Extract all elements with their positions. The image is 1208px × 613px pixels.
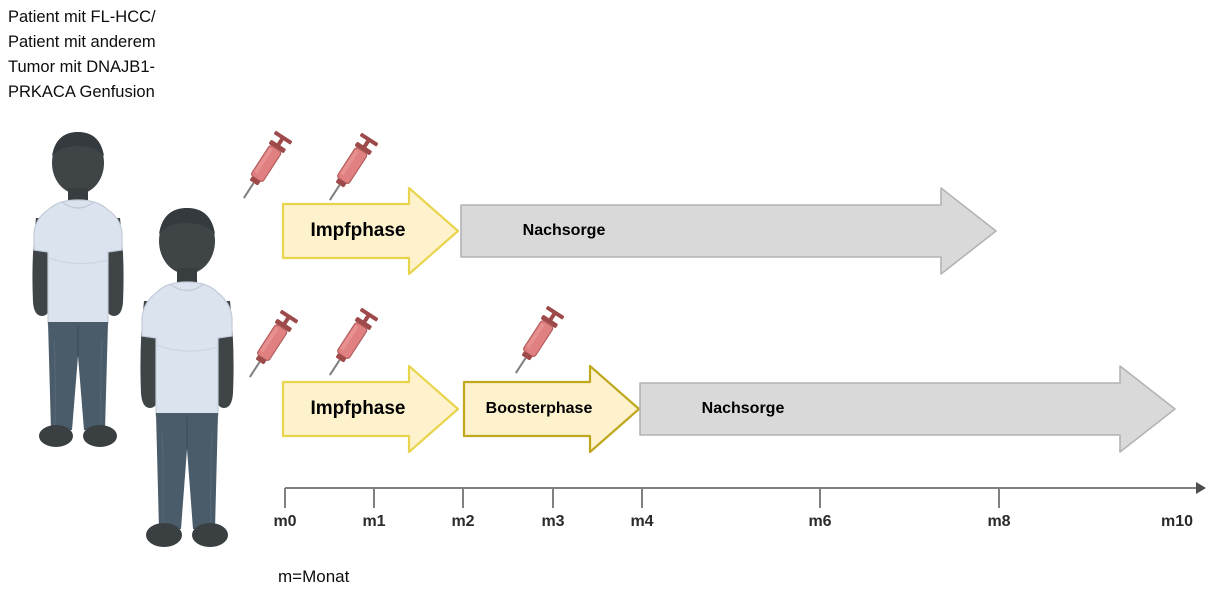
booster-phase-arrow[interactable]: Boosterphase <box>462 362 642 456</box>
timeline-tick-label: m8 <box>987 513 1011 530</box>
patient-figure-small <box>128 205 246 550</box>
timeline-tick-label: m4 <box>630 513 654 530</box>
followup-phase-arrow[interactable]: Nachsorge <box>459 184 999 278</box>
followup-phase-arrow[interactable]: Nachsorge <box>638 362 1178 456</box>
page-title: Patient mit FL-HCC/ Patient mit anderem … <box>8 8 156 101</box>
timeline-tick-label: m6 <box>808 513 832 530</box>
vaccination-phase-arrow[interactable]: Impfphase <box>281 184 461 278</box>
syringe-icon <box>322 305 378 383</box>
timeline-tick-label: m3 <box>541 513 565 530</box>
timeline-tick-label: m10 <box>1160 513 1194 530</box>
timeline-tick-label: m1 <box>362 513 386 530</box>
patient-figure-large <box>18 130 138 450</box>
syringe-icon <box>322 130 378 208</box>
timeline-legend: m=Monat <box>278 567 350 586</box>
timeline-tick-label: m0 <box>273 513 297 530</box>
syringe-icon <box>236 128 292 206</box>
syringe-icon <box>508 303 564 381</box>
vaccination-phase-arrow[interactable]: Impfphase <box>281 362 461 456</box>
timeline-tick-label: m2 <box>451 513 475 530</box>
syringe-icon <box>242 307 298 385</box>
